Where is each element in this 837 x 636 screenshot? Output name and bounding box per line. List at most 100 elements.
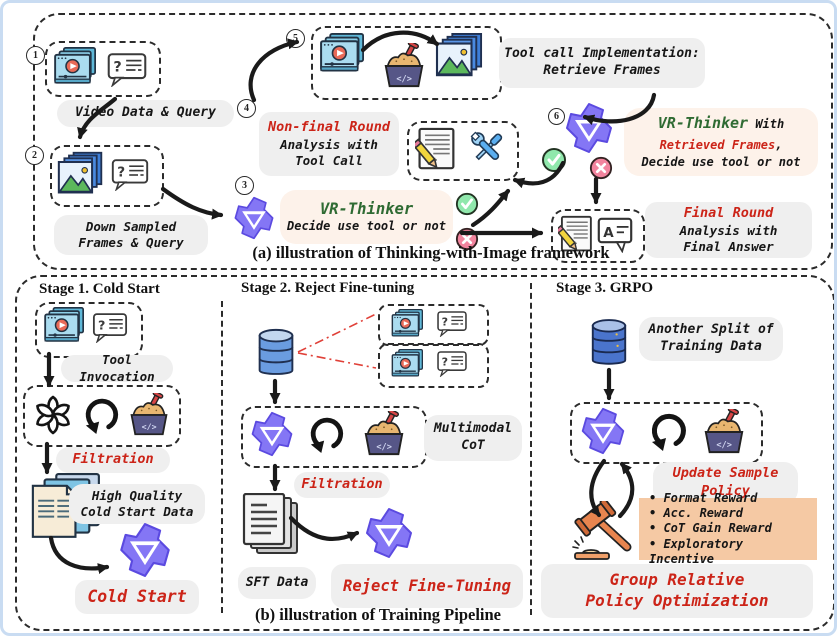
video-data-query-label: Video Data & Query: [57, 100, 234, 127]
label-text: Multimodal CoT: [433, 421, 513, 453]
video-icon: [319, 33, 367, 75]
query-icon: [109, 159, 151, 191]
step-badge-1: 1: [26, 46, 45, 65]
line-1: VR-Thinker With: [658, 113, 784, 134]
decide-text: Decide use tool or not: [641, 155, 801, 169]
final-analysis-text: Analysis with Final Answer: [679, 222, 778, 254]
final-answer-box: [551, 209, 645, 263]
vr-thinker-logo: [563, 102, 615, 154]
step-number: 2: [32, 150, 37, 161]
label-text: Another Split of Training Data: [648, 322, 774, 354]
tool-call-implementation-box: Tool call Implementation: Retrieve Frame…: [499, 38, 705, 88]
another-split-label: Another Split of Training Data: [639, 317, 783, 361]
reward-item: Acc. Reward: [649, 506, 809, 521]
loop-icon: [83, 396, 121, 434]
vr-thinker-retrieved-box: VR-Thinker With Retrieved Frames, Decide…: [624, 108, 818, 176]
final-round-text: Final Round: [683, 204, 774, 221]
retrieved-frames-text: Retrieved Frames: [659, 138, 776, 153]
tool-call-implementation-text: Tool call Implementation: Retrieve Frame…: [504, 46, 700, 78]
tools-icon: [466, 127, 508, 169]
stage2-sample-box-1: [378, 304, 489, 346]
step-number: 6: [554, 111, 559, 122]
decide-text: Decide use tool or not: [287, 219, 446, 234]
frames-query-box: [50, 145, 164, 207]
video-query-box-1: [45, 41, 161, 97]
high-quality-label: High Quality Cold Start Data: [69, 484, 205, 524]
caption-text: (a) illustration of Thinking-with-Image …: [252, 243, 610, 262]
step-badge-5: 5: [286, 29, 305, 48]
step-number: 3: [242, 180, 247, 191]
label-text: High Quality Cold Start Data: [80, 487, 194, 519]
query-icon: [435, 351, 469, 377]
stage3-title: Stage 3. GRPO: [556, 280, 653, 297]
label-text: Video Data & Query: [75, 105, 216, 121]
label-text: Tool Invocation: [79, 352, 155, 384]
step-number: 4: [244, 103, 249, 114]
sandbox-icon: [361, 411, 407, 457]
vr-thinker-logo: [231, 196, 277, 240]
with-text: With: [748, 117, 785, 132]
database-icon: [254, 327, 298, 379]
label-text: Down Sampled Frames & Query: [78, 218, 184, 250]
cold-start-box: Cold Start: [75, 580, 199, 614]
stage2-title: Stage 2. Reject Fine-tuning: [241, 280, 414, 297]
tool-invocation-label: Tool Invocation: [61, 352, 173, 384]
sandbox-icon: [701, 409, 747, 455]
comma-text: ,: [775, 138, 783, 153]
stage-separator-2: [530, 283, 532, 615]
stage1-filtration-label: Filtration: [56, 447, 170, 473]
vr-thinker-logo: [579, 407, 627, 455]
database-icon: [588, 316, 630, 370]
stage-separator-1: [221, 301, 223, 613]
step-number: 1: [33, 50, 38, 61]
analysis-tool-call-text: Analysis with Tool Call: [280, 136, 378, 168]
loop-icon: [649, 411, 689, 451]
vr-thinker-title: VR-Thinker: [657, 114, 749, 133]
documents-icon: [241, 493, 303, 557]
panel-b-frame: [15, 275, 834, 631]
reward-item: CoT Gain Reward: [649, 521, 809, 536]
step-badge-3: 3: [235, 176, 254, 195]
check-icon: [455, 192, 479, 216]
final-round-box: Final Round Analysis with Final Answer: [645, 202, 812, 258]
label-text: SFT Data: [245, 574, 309, 590]
stage2-filtration-label: Filtration: [294, 472, 390, 498]
title-text: Stage 3. GRPO: [556, 280, 654, 296]
title-text: Stage 2. Reject Fine-tuning: [241, 280, 415, 296]
label-text: Reject Fine-Tuning: [343, 576, 511, 595]
loop-icon: [308, 415, 346, 453]
label-text: Group Relative Policy Optimization: [585, 570, 769, 610]
frames-icon: [57, 151, 105, 197]
reject-fine-tuning-box: Reject Fine-Tuning: [331, 564, 523, 608]
vr-thinker-logo: [363, 507, 415, 559]
query-icon: [435, 311, 469, 337]
notes-icon: [415, 127, 457, 171]
step-badge-2: 2: [25, 146, 44, 165]
sandbox-icon: [127, 393, 171, 437]
vr-thinker-decide-box: VR-Thinker Decide use tool or not: [280, 190, 453, 244]
stage1-title: Stage 1. Cold Start: [39, 281, 160, 298]
reward-item: Exploratory Incentive: [649, 537, 809, 567]
caption-text: (b) illustration of Training Pipeline: [255, 605, 501, 624]
step-badge-6: 6: [548, 108, 565, 125]
sft-data-label: SFT Data: [238, 567, 316, 599]
down-sampled-label: Down Sampled Frames & Query: [54, 215, 208, 255]
reward-item: Format Reward: [649, 491, 809, 506]
step-number: 5: [293, 33, 298, 44]
stage1-agent-loop-box: [23, 385, 181, 447]
video-icon: [53, 47, 99, 87]
video-icon: [389, 309, 427, 339]
panel-a-frame: [33, 13, 833, 270]
label-text: Cold Start: [87, 587, 187, 607]
vr-thinker-title: VR-Thinker: [319, 200, 414, 219]
panel-a-caption: (a) illustration of Thinking-with-Image …: [33, 243, 829, 263]
gavel-icon: [569, 501, 641, 561]
step-badge-4: 4: [237, 99, 256, 118]
check-icon: [541, 147, 567, 173]
analysis-tools-box: [407, 121, 519, 181]
reward-list: Format Reward Acc. Reward CoT Gain Rewar…: [639, 491, 817, 566]
query-icon: [105, 53, 149, 87]
query-icon: [91, 313, 129, 343]
panel-b-caption: (b) illustration of Training Pipeline: [153, 605, 603, 625]
